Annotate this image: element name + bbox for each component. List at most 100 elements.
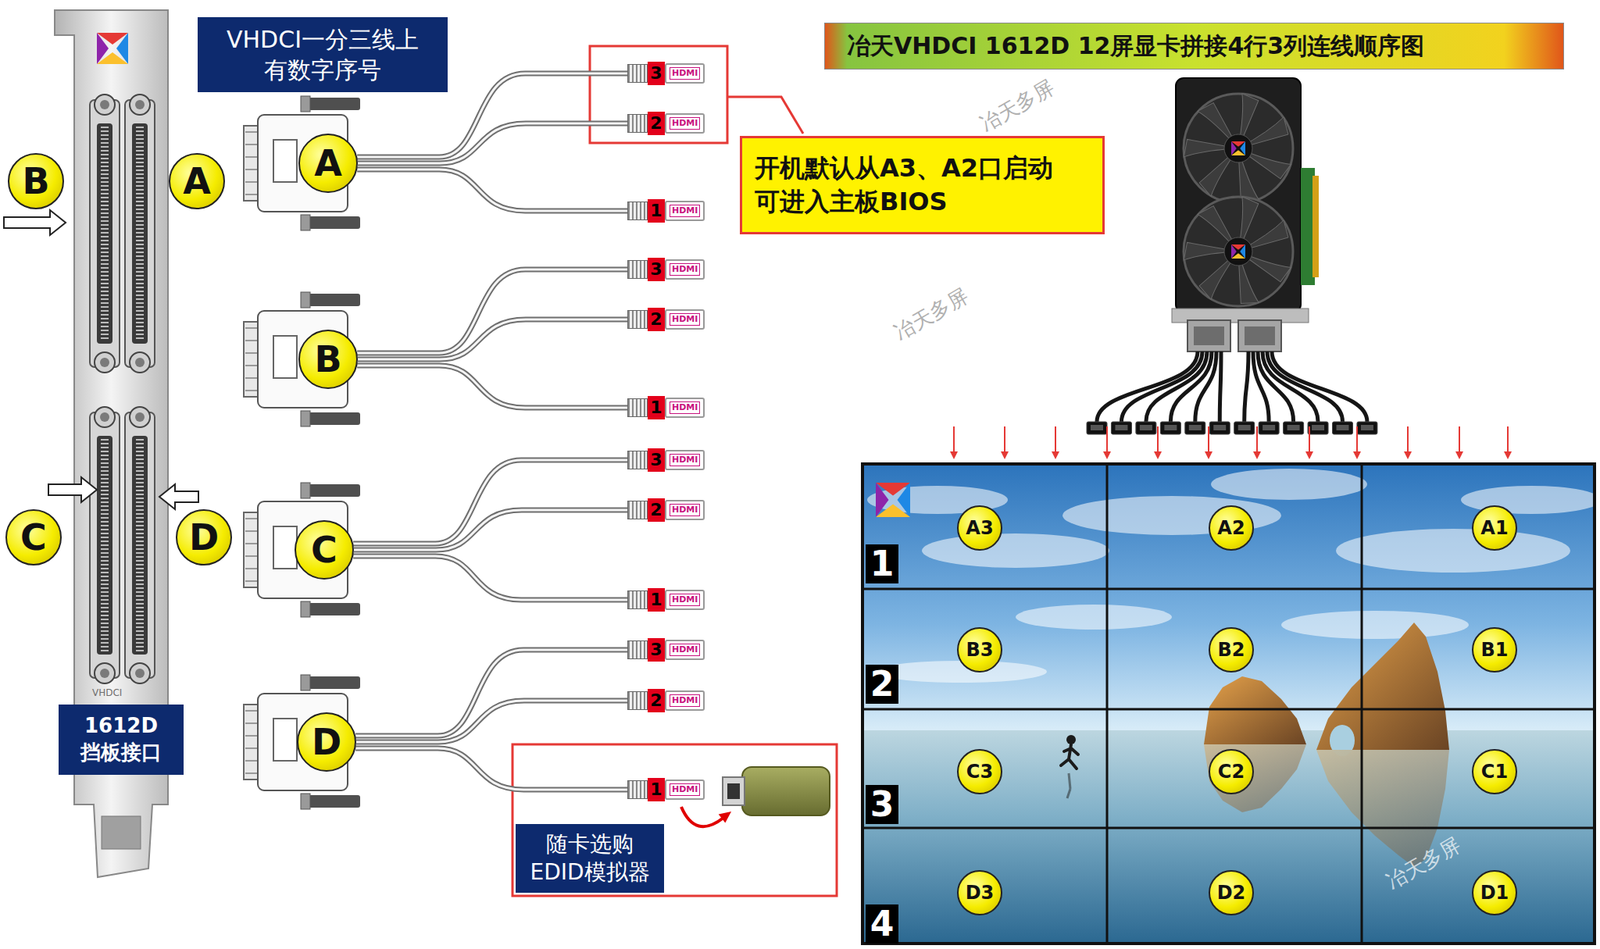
card-cable [1253, 351, 1269, 422]
hdmi-plug: 2HDMI [627, 110, 705, 136]
card-cable [1267, 351, 1343, 422]
cable-core [357, 365, 628, 408]
connector-screw [308, 293, 361, 307]
plug-strain-relief [627, 114, 648, 133]
runner-body [1060, 744, 1079, 769]
edid-plug [722, 777, 745, 806]
fan-blade [1196, 203, 1239, 259]
wall-divider [862, 708, 1595, 711]
flange-rib [245, 193, 258, 196]
cable-head-label-text: D [311, 724, 342, 761]
plug-number: 1 [647, 778, 665, 802]
flange-rib [245, 580, 258, 583]
red-arrow-shaft [953, 426, 955, 454]
cable-outline [355, 748, 628, 790]
screw-collar [300, 601, 311, 618]
plug-number: 3 [647, 61, 665, 86]
plug-number: 1 [647, 396, 665, 420]
flange-rib [245, 710, 258, 712]
cable-connector [355, 748, 628, 790]
option-box-text: 随卡选购 EDID模拟器 [523, 830, 657, 888]
cable-connector [357, 269, 628, 354]
watermark-box: 冶天多屏 [889, 282, 974, 347]
cable-outline [357, 123, 628, 164]
screen-label: D1 [1471, 870, 1518, 916]
red-arrow-shaft [1157, 426, 1159, 454]
red-curved-arrow [681, 807, 724, 827]
red-arrow-head [950, 451, 958, 460]
cable-head-label: B [298, 329, 358, 390]
hdmi-mark: HDMI [669, 67, 700, 80]
screw-hole [100, 100, 110, 110]
cable-outline [355, 650, 628, 736]
port-label: C [5, 509, 62, 566]
card-hdmi-head [1307, 421, 1329, 435]
card-hdmi-head [1332, 421, 1354, 435]
card-hdmi-head [1110, 421, 1132, 435]
port-label: D [175, 509, 233, 566]
bracket-notch [101, 816, 141, 850]
row-number: 2 [870, 664, 895, 704]
row-number-box: 1 [865, 544, 899, 584]
fan-hub [1224, 134, 1253, 163]
card-vhdci-inner [1193, 326, 1225, 346]
callout-text: 开机默认从A3、A2口启动 可进入主板BIOS [754, 151, 1090, 219]
hdmi-mark: HDMI [669, 593, 700, 607]
cable-outline [357, 365, 628, 408]
plug-number: 1 [647, 199, 665, 223]
cable-connector [357, 123, 628, 164]
row-number-box: 3 [865, 785, 899, 825]
port-label: A [168, 153, 225, 210]
flange-rib [245, 181, 258, 183]
cable-outline [357, 319, 628, 360]
screen-label: A2 [1208, 505, 1254, 551]
cable-head-label-text: B [314, 341, 342, 378]
hdmi-mark: HDMI [669, 204, 700, 218]
cable-outline [353, 510, 628, 550]
connector-screw [308, 603, 361, 616]
flange-rib [245, 517, 258, 520]
card-vhdci-connector [1187, 320, 1231, 352]
connector-screw [308, 216, 361, 229]
hdmi-plug: 1 HDMI [627, 198, 705, 224]
hdmi-plug: 1HDMI [627, 777, 705, 803]
cable-head-label: D [296, 712, 357, 772]
flange-rib [245, 377, 258, 379]
screen-label-text: C2 [1217, 762, 1245, 782]
card-hdmi-socket [1213, 425, 1226, 431]
engraved-text-box: VHDCI [92, 687, 122, 699]
hdmi-mark: HDMI [669, 453, 700, 467]
card-hdmi-head [1234, 421, 1255, 435]
connector-screw [308, 484, 361, 497]
hdmi-plug: 1HDMI [627, 587, 705, 613]
cloud [1210, 468, 1368, 500]
hollow-arrow [48, 477, 97, 503]
plug-head: HDMI [664, 259, 705, 280]
connector-label-plate [273, 335, 297, 379]
cable-core [355, 748, 628, 790]
wall-divider [862, 827, 1595, 830]
hdmi-plug: 2HDMI [627, 688, 705, 714]
bracket-caption-box: 1612D 挡板接口 [58, 704, 184, 775]
vhdci-port [89, 412, 120, 679]
card-hdmi-head [1209, 421, 1230, 435]
rock-reflection [1203, 744, 1307, 813]
watermark: 冶天多屏 [975, 75, 1058, 136]
hdmi-plug: 3 HDMI [627, 60, 705, 86]
card-cable [1195, 351, 1217, 422]
plug-number: 3 [647, 448, 665, 472]
watermark: 冶天多屏 [1382, 832, 1465, 894]
cable-head-label-text: C [310, 532, 338, 568]
cable-outline [353, 556, 628, 600]
flange-rib [245, 772, 258, 775]
red-arrow-shaft [1356, 426, 1358, 454]
port-label-text: D [189, 519, 219, 556]
engraved-text: VHDCI [92, 687, 122, 699]
screw-collar [300, 675, 311, 691]
screw-hole [100, 357, 110, 368]
card-hdmi-socket [1114, 425, 1128, 431]
plug-strain-relief [627, 64, 648, 83]
flange-rib [245, 143, 258, 146]
thumb-screw [94, 352, 115, 373]
plug-head: HDMI [664, 500, 705, 521]
